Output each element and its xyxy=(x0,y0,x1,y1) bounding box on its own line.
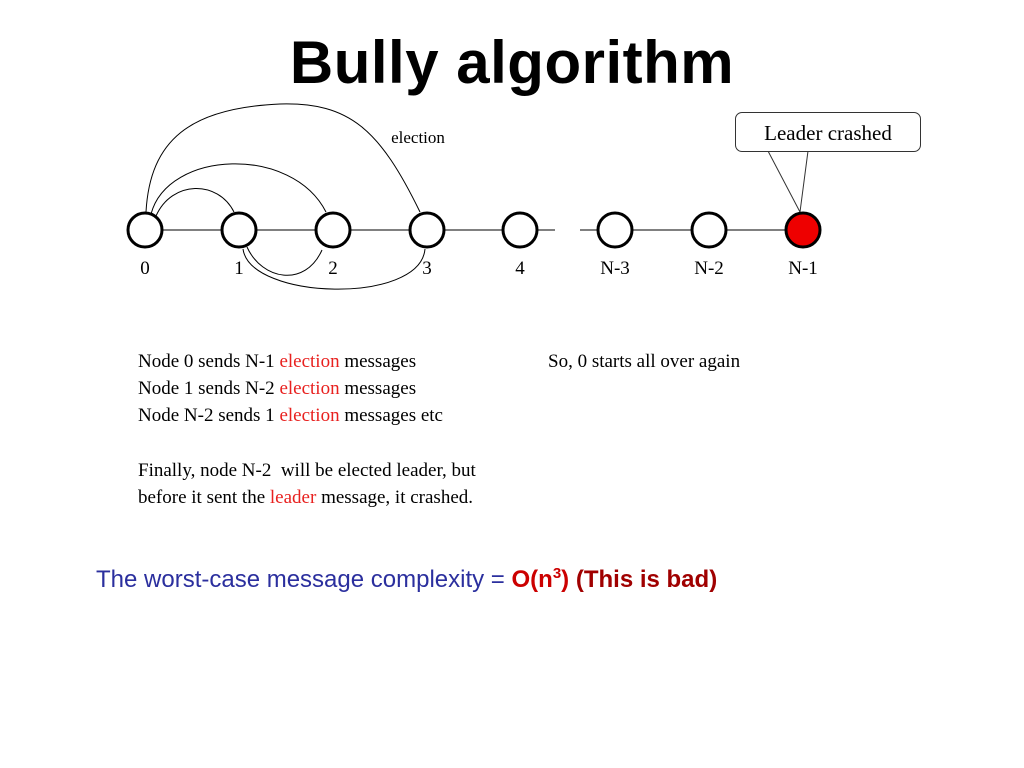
node-label-n-2: N-2 xyxy=(694,258,724,279)
node-label-1: 1 xyxy=(234,258,244,279)
node-0 xyxy=(126,211,164,249)
node-label-0: 0 xyxy=(140,258,150,279)
node-3 xyxy=(408,211,446,249)
nodes xyxy=(126,211,822,249)
note-line-3-pre: Node N-2 sends 1 xyxy=(138,405,280,426)
note-paragraph-2-pre: before it sent the xyxy=(138,487,270,508)
note-line-2-pre: Node 1 sends N-2 xyxy=(138,378,280,399)
node-n-1-crashed xyxy=(784,211,822,249)
node-4 xyxy=(501,211,539,249)
note-paragraph-2-highlight: leader xyxy=(269,487,317,508)
node-1 xyxy=(220,211,258,249)
note-line-1-highlight: election xyxy=(279,351,340,372)
note-line-1-post: messages xyxy=(339,351,417,372)
complexity-value: O(n3) xyxy=(511,565,570,593)
note-line-3-post: messages etc xyxy=(339,405,443,426)
note-paragraph-2-post: message, it crashed. xyxy=(316,487,474,508)
arc-1-to-2 xyxy=(246,246,323,276)
node-n-2 xyxy=(690,211,728,249)
complexity-summary: The worst-case message complexity = O(n3… xyxy=(96,565,717,594)
note-line-3-highlight: election xyxy=(279,405,340,426)
node-label-n-3: N-3 xyxy=(600,258,630,279)
node-labels: 0 1 2 3 4 N-3 N-2 N-1 xyxy=(140,258,818,279)
note-paragraph-1: Finally, node N-2 will be elected leader… xyxy=(138,460,476,481)
node-label-2: 2 xyxy=(328,258,338,279)
node-label-4: 4 xyxy=(515,258,525,279)
election-arcs xyxy=(145,103,426,290)
arc-0-to-1 xyxy=(155,188,235,217)
node-label-3: 3 xyxy=(422,258,432,279)
arc-1-to-3 xyxy=(242,248,426,290)
note-side: So, 0 starts all over again xyxy=(548,351,741,372)
note-line-2: Node 1 sends N-2 election messages xyxy=(138,375,416,402)
note-line-1-pre: Node 0 sends N-1 xyxy=(138,351,280,372)
summary-text: The worst-case message complexity = xyxy=(96,566,512,593)
note-line-2-post: messages xyxy=(339,378,417,399)
node-label-n-1: N-1 xyxy=(788,258,818,279)
arc-0-to-2 xyxy=(150,163,327,215)
arc-0-to-3 xyxy=(145,103,421,213)
note-line-2-highlight: election xyxy=(279,378,340,399)
note-paragraph-2: before it sent the leader message, it cr… xyxy=(138,484,473,511)
callout-pointer xyxy=(767,150,809,214)
leader-crashed-callout: Leader crashed xyxy=(735,112,921,152)
complexity-close: ) xyxy=(561,566,570,593)
note-line-1: Node 0 sends N-1 election messages xyxy=(138,348,416,375)
note-line-3: Node N-2 sends 1 election messages etc xyxy=(138,402,443,429)
slide-title: Bully algorithm xyxy=(289,29,735,96)
complexity-base: O(n xyxy=(511,566,553,593)
election-edge-label: election xyxy=(391,128,445,147)
complexity-exponent: 3 xyxy=(552,565,562,582)
complexity-comment: (This is bad) xyxy=(575,566,718,593)
node-2 xyxy=(314,211,352,249)
node-n-3 xyxy=(596,211,634,249)
